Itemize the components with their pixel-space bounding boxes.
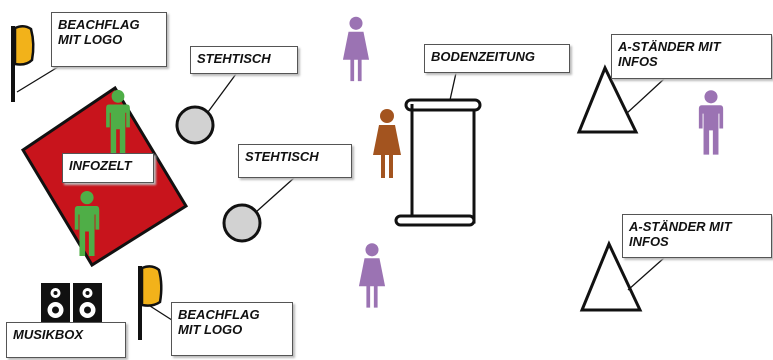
person-purple-top-icon xyxy=(342,16,370,82)
aständer-bottom-label: A-STÄNDER MIT INFOS xyxy=(622,214,772,258)
person-purple-right-icon xyxy=(698,90,724,155)
stehtisch-mid-text: STEHTISCH xyxy=(245,149,319,164)
bodenzeitung-label: BODENZEITUNG xyxy=(424,44,570,73)
musikbox-text: MUSIKBOX xyxy=(13,327,84,342)
infozelt-label: INFOZELT xyxy=(62,153,154,183)
beachflag-top-line2: MIT LOGO xyxy=(58,32,123,47)
aständer-bottom-line2: INFOS xyxy=(629,234,669,249)
aständer-top-line2: INFOS xyxy=(618,54,658,69)
aständer-bottom-line1: A-STÄNDER MIT xyxy=(629,219,732,234)
beachflag-bottom xyxy=(138,265,163,340)
infozelt-text: INFOZELT xyxy=(69,158,132,173)
stehtisch-top-table xyxy=(175,105,215,145)
person-brown-icon xyxy=(373,109,401,178)
stehtisch-mid-table xyxy=(222,203,262,243)
beachflag-bottom-label: BEACHFLAG MIT LOGO xyxy=(171,302,293,356)
a-staender-bottom xyxy=(579,240,643,312)
stehtisch-top-text: STEHTISCH xyxy=(197,51,271,66)
musikbox-speakers xyxy=(41,283,102,322)
stehtisch-top-label: STEHTISCH xyxy=(190,46,298,74)
leader-lines xyxy=(16,66,665,323)
stehtisch-mid-label: STEHTISCH xyxy=(238,144,352,178)
bodenzeitung-text: BODENZEITUNG xyxy=(431,49,535,64)
beachflag-top-label: BEACHFLAG MIT LOGO xyxy=(51,12,167,67)
aständer-top-line1: A-STÄNDER MIT xyxy=(618,39,721,54)
person-purple-bottom-icon xyxy=(358,243,386,308)
beachflag-bottom-line1: BEACHFLAG xyxy=(178,307,260,322)
bodenzeitung-scroll xyxy=(394,98,482,227)
beachflag-bottom-line2: MIT LOGO xyxy=(178,322,243,337)
aständer-top-label: A-STÄNDER MIT INFOS xyxy=(611,34,772,79)
beachflag-top-line1: BEACHFLAG xyxy=(58,17,140,32)
a-staender-top xyxy=(576,64,639,134)
musikbox-label: MUSIKBOX xyxy=(6,322,126,358)
beachflag-top xyxy=(11,25,35,102)
